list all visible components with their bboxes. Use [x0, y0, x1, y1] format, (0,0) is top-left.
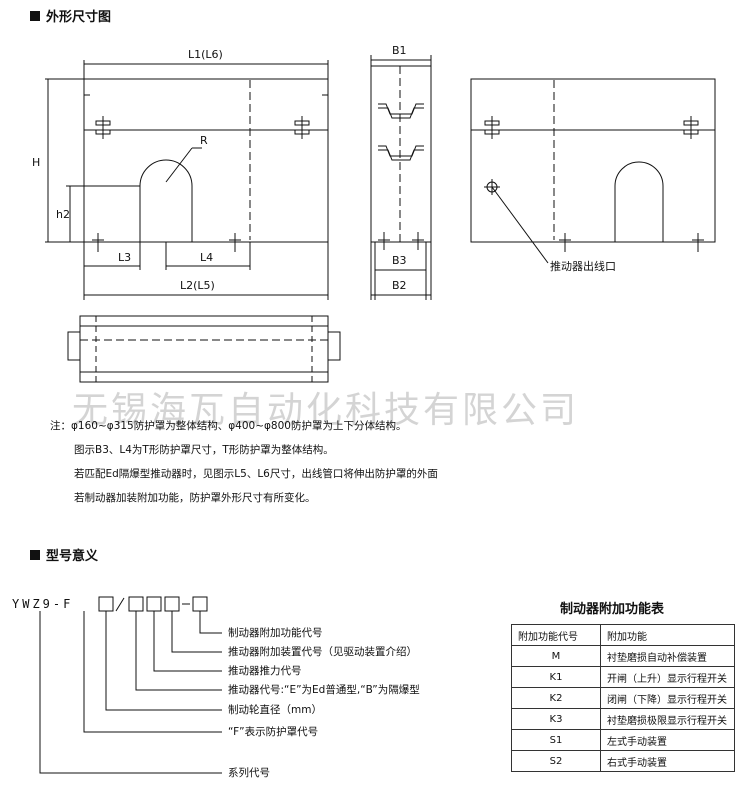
dim-b2: B2 [392, 279, 407, 292]
note-line: 若制动器加装附加功能，防护罩外形尺寸有所变化。 [74, 492, 316, 504]
legend-item: 推动器附加装置代号（见驱动装置介绍） [228, 646, 417, 658]
dim-l2: L2(L5) [180, 279, 215, 292]
function-code: S1 [511, 729, 601, 751]
right-view-outline [470, 78, 716, 243]
function-desc: 衬垫磨损自动补偿装置 [600, 645, 735, 667]
dim-b3: B3 [392, 254, 407, 267]
model-section-title: 型号意义 [30, 545, 98, 564]
function-code: S2 [511, 750, 601, 772]
square-bullet-icon [30, 10, 40, 21]
function-table: 附加功能代号 附加功能 M 衬垫磨损自动补偿装置 K1 开闸（上升）显示行程开关… [511, 624, 735, 772]
legend-item: 制动器附加功能代号 [228, 627, 323, 639]
function-desc: 开闸（上升）显示行程开关 [600, 666, 735, 688]
note-line: 若匹配Ed隔爆型推动器时，见图示L5、L6尺寸，出线管口将伸出防护罩的外面 [74, 468, 438, 480]
code-box [192, 596, 208, 612]
note-line: 图示B3、L4为T形防护罩尺寸，T形防护罩为整体结构。 [74, 444, 334, 456]
watermark-text: 无锡海瓦自动化科技有限公司 [72, 390, 580, 431]
outline-section-title: 外形尺寸图 [30, 6, 111, 25]
dim-b1: B1 [392, 44, 407, 57]
code-box [146, 596, 162, 612]
dim-l1: L1(L6) [188, 48, 223, 61]
side-view-outline [370, 65, 432, 243]
table-row: K1 开闸（上升）显示行程开关 [511, 666, 735, 688]
legend-item: 推动器代号:“E”为Ed普通型,“B”为隔爆型 [228, 684, 420, 696]
notes-block: 注：φ160~φ315防护罩为整体结构、φ400~φ800防护罩为上下分体结构。… [50, 414, 438, 510]
code-box [128, 596, 144, 612]
table-row: S1 左式手动装置 [511, 729, 735, 751]
outlet-label: 推动器出线口 [550, 259, 616, 273]
function-desc: 左式手动装置 [600, 729, 735, 751]
table-header: 附加功能代号 [511, 624, 601, 646]
model-code: YWZ9-F [12, 597, 74, 611]
radius-label: R [200, 134, 208, 147]
function-desc: 右式手动装置 [600, 750, 735, 772]
table-row: S2 右式手动装置 [511, 750, 735, 772]
table-row: K3 衬垫磨损极限显示行程开关 [511, 708, 735, 730]
model-section-label: 型号意义 [46, 549, 99, 564]
function-table-title: 制动器附加功能表 [560, 602, 665, 617]
dim-l3: L3 [118, 251, 131, 264]
code-box [98, 596, 114, 612]
function-code: M [511, 645, 601, 667]
legend-item: 制动轮直径（mm） [228, 704, 322, 716]
note-line: 注：φ160~φ315防护罩为整体结构、φ400~φ800防护罩为上下分体结构。 [50, 420, 407, 432]
dim-l4: L4 [200, 251, 213, 264]
dim-h2: h2 [56, 208, 70, 221]
function-code: K2 [511, 687, 601, 709]
table-row: K2 闭闸（下降）显示行程开关 [511, 687, 735, 709]
function-code: K3 [511, 708, 601, 730]
legend-item: 系列代号 [228, 767, 270, 779]
plan-view-outline [79, 315, 329, 383]
legend-item: 推动器推力代号 [228, 665, 302, 677]
function-code: K1 [511, 666, 601, 688]
legend-item: “F”表示防护罩代号 [228, 726, 319, 738]
outline-section-label: 外形尺寸图 [46, 10, 112, 25]
dim-h: H [32, 156, 40, 169]
outline-drawing: L1(L6) H h2 R L3 L4 L2(L5) B1 B3 B2 推动器出… [32, 44, 716, 383]
table-row: M 衬垫磨损自动补偿装置 [511, 645, 735, 667]
table-header: 附加功能 [600, 624, 735, 646]
function-desc: 衬垫磨损极限显示行程开关 [600, 708, 735, 730]
square-bullet-icon [30, 549, 40, 560]
function-desc: 闭闸（下降）显示行程开关 [600, 687, 735, 709]
front-view-outline [83, 78, 329, 243]
table-header-row: 附加功能代号 附加功能 [511, 624, 735, 646]
code-box [164, 596, 180, 612]
